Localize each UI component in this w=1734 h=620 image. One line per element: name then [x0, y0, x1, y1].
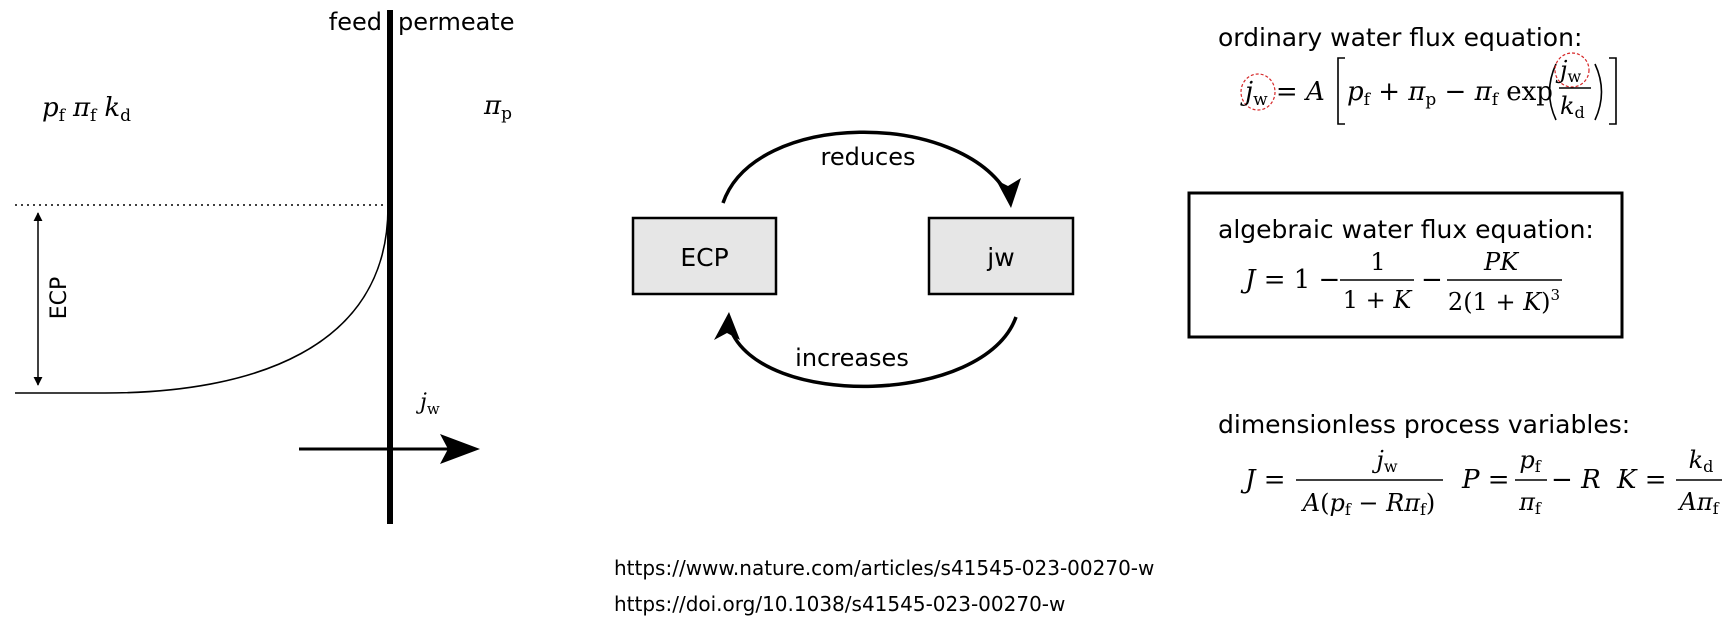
jw-numerator-highlight: [1554, 52, 1590, 88]
K-numerator: kd: [1689, 446, 1714, 476]
P-definition-lhs: P =: [1461, 465, 1510, 495]
K-definition-lhs: K =: [1616, 465, 1667, 495]
increases-label: increases: [795, 344, 909, 372]
permeate-variable: πp: [483, 91, 512, 124]
increases-arrow-head: [714, 312, 740, 340]
K-denominator: Aπf: [1677, 488, 1719, 518]
concentration-profile-curve: [15, 206, 389, 394]
jw-highlight-circle: [1240, 73, 1276, 111]
ecp-box-label: ECP: [680, 243, 728, 272]
right-bracket: [1609, 57, 1617, 125]
ordinary-equation-title: ordinary water flux equation:: [1218, 23, 1582, 52]
dimensionless-title: dimensionless process variables:: [1218, 410, 1630, 439]
flux-arrow-head: [440, 434, 480, 464]
dimensionless-variables-block: dimensionless process variables: J = jw …: [1218, 410, 1722, 519]
feed-label: feed: [329, 8, 382, 36]
jw-flux-label: jw: [415, 390, 440, 418]
J-definition-lhs: J =: [1240, 465, 1286, 495]
increases-arrow: [728, 316, 1018, 389]
P-denominator: πf: [1518, 488, 1542, 518]
ecp-box: [631, 216, 778, 296]
ordinary-equation-block: ordinary water flux equation: jw = A pf …: [1218, 23, 1617, 125]
frac1-numerator: 1: [1370, 248, 1385, 276]
reduces-label: reduces: [820, 143, 915, 171]
algebraic-equation-frame: [1187, 191, 1624, 339]
article-url-link[interactable]: https://www.nature.com/articles/s41545-0…: [614, 556, 1154, 580]
ordinary-equation-lhs: jw = A: [1240, 77, 1325, 110]
jw-box: [927, 216, 1075, 296]
reduces-arrow-head: [996, 178, 1021, 208]
J-denominator: A(pf − Rπf): [1301, 489, 1436, 519]
ecp-vertical-label: ECP: [47, 277, 72, 320]
permeate-label: permeate: [398, 8, 514, 36]
P-definition-rest: − R: [1551, 465, 1601, 495]
algebraic-lhs: J = 1 −: [1240, 265, 1340, 295]
frac2-denominator: 2(1 + K)3: [1448, 286, 1560, 316]
algebraic-equation-block: algebraic water flux equation: J = 1 − 1…: [1187, 191, 1624, 339]
algebraic-minus: −: [1421, 265, 1443, 295]
algebraic-equation-title: algebraic water flux equation:: [1218, 215, 1594, 244]
left-paren: [1548, 63, 1557, 121]
P-numerator: pf: [1519, 446, 1541, 476]
reduces-arrow: [721, 130, 1010, 204]
doi-url-link[interactable]: https://doi.org/10.1038/s41545-023-00270…: [614, 592, 1065, 616]
feedback-cycle: ECP jw reduces increases: [631, 130, 1075, 389]
jw-box-label: jw: [986, 243, 1014, 272]
exp-numerator: jw: [1555, 56, 1581, 86]
ordinary-equation-middle: pf + πp − πf exp: [1347, 77, 1553, 110]
frac1-denominator: 1 + K: [1343, 286, 1414, 314]
exp-denominator: kd: [1560, 92, 1585, 122]
frac2-numerator: PK: [1483, 248, 1520, 276]
right-paren: [1594, 63, 1603, 121]
left-bracket: [1337, 57, 1345, 125]
J-numerator: jw: [1371, 446, 1397, 476]
